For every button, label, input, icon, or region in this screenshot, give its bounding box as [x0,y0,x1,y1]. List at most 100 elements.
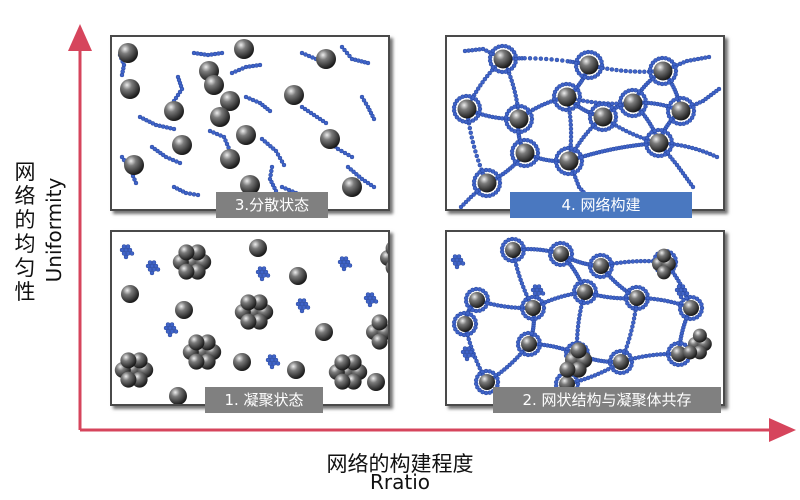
polymer-bead [470,353,476,358]
polymer-bead [125,244,131,249]
polymer-bead [521,244,526,249]
polymer-bead [568,114,573,120]
carbon-particle [315,323,333,341]
polymer-bead [587,265,593,271]
polymer-bead [638,135,643,140]
polymer-bead [571,291,577,297]
polymer-bead [695,56,701,62]
polymer-bead [703,55,708,60]
carbon-particle [593,258,609,274]
polymer-bead [157,123,162,129]
polymer-bead [527,56,533,61]
polymer-bead [714,154,720,160]
polymer-bead [716,86,722,92]
polymer-bead [547,253,553,259]
polymer-bead [699,56,704,61]
polymer-bead [351,169,356,175]
carbon-particle [385,261,388,274]
carbon-particle [683,300,699,316]
polymer-bead [480,46,486,52]
polymer-bead [597,252,603,258]
polymer-bead [529,352,534,357]
carbon-particle [172,135,192,155]
polymer-bead [473,47,478,53]
polymer-bead [458,257,464,263]
polymer-bead [627,287,632,293]
polymer-bead [167,332,173,338]
polymer-bead [522,351,527,357]
polymer-bead [262,139,268,144]
polymer-bead [270,146,276,151]
polymer-bead [535,348,540,353]
polymer-bead [341,266,347,272]
polymer-bead [477,308,482,313]
carbon-particle [121,285,139,303]
polymer-bead [359,176,365,182]
carbon-particle [287,361,305,379]
polymer-bead [499,249,505,255]
panel-network-label: 4. 网络构建 [510,192,692,218]
carbon-particle [345,373,362,390]
carbon-particle [671,101,691,121]
carbon-particle [371,333,388,350]
polymer-bead [171,126,177,132]
polymer-bead [145,263,151,269]
polymer-bead [477,47,482,52]
panel-dispersed-label: 3.分散状态 [216,192,328,218]
polymer-bead [564,242,570,247]
polymer-bead [485,294,490,299]
panel-network [445,35,725,211]
polymer-bead [171,325,177,331]
carbon-particle [178,244,195,261]
polymer-bead [568,130,574,136]
polymer-bead [503,239,508,245]
carbon-particle [692,345,707,360]
polymer-bead [581,98,586,103]
polymer-bead [460,261,466,266]
polymer-bead [627,303,632,309]
polymer-bead [519,349,524,355]
carbon-particle [493,49,513,69]
polymer-bead [219,50,225,56]
polymer-bead [521,300,526,305]
polymer-bead [554,261,559,267]
polymer-bead [195,192,201,198]
carbon-particle [169,387,187,404]
polymer-bead [371,295,377,301]
polymer-bead [516,238,522,243]
polymer-bead [305,108,311,114]
polymer-bead [335,146,341,152]
polymer-bead [669,137,674,142]
carbon-particle [233,353,251,371]
polymer-bead [593,289,599,295]
polymer-bead [673,65,678,70]
carbon-particle [653,61,673,81]
polymer-bead [354,171,359,177]
polymer-bead [626,259,632,264]
polymer-bead [574,336,580,341]
polymer-bead [609,67,615,72]
polymer-bead [471,144,477,149]
agglomerated-illustration [114,239,388,404]
polymer-bead [362,178,368,184]
polymer-bead [630,259,636,264]
polymer-bead [277,155,283,161]
carbon-particle [559,361,576,378]
polymer-bead [629,328,634,333]
polymer-bead [480,288,486,293]
polymer-bead [255,269,261,275]
polymer-bead [585,300,590,305]
polymer-bead [534,294,540,300]
polymer-bead [533,316,538,321]
polymer-bead [503,255,508,261]
polymer-bead [501,242,506,247]
polymer-bead [691,105,696,110]
polymer-bead [295,301,301,307]
polymer-bead [281,162,287,168]
polymer-bead [485,73,490,79]
polymer-bead [521,247,527,253]
carbon-particle [479,374,495,390]
polymer-bead [466,336,471,342]
polymer-bead [265,357,271,363]
polymer-bead [630,324,635,329]
